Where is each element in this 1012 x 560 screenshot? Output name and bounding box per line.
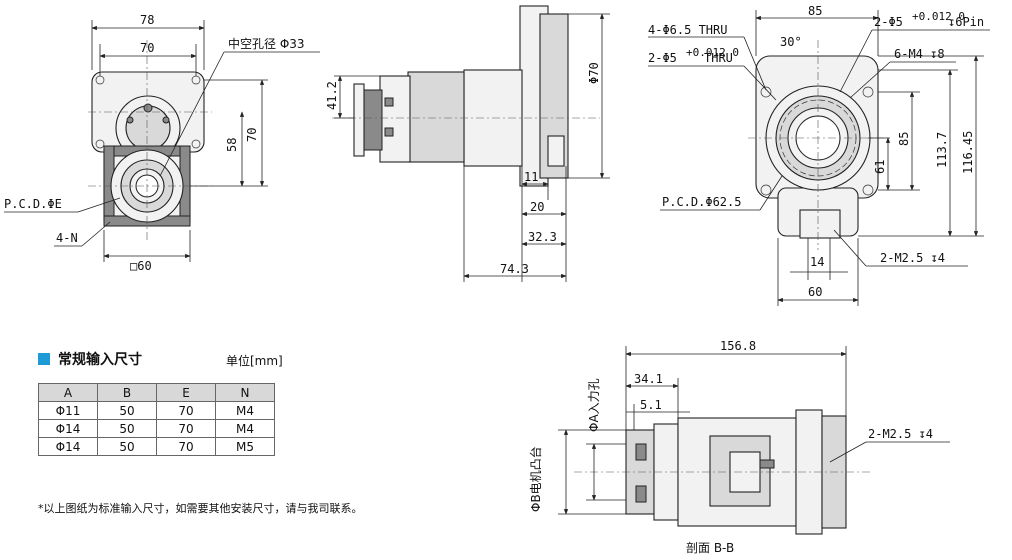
- cell: 70: [156, 401, 216, 420]
- dim-34: 34.1: [634, 372, 663, 386]
- header-e: E: [156, 383, 216, 402]
- dim-41: 41.2: [325, 81, 339, 110]
- dim-58: 58: [225, 138, 239, 152]
- dim-85-side: 85: [897, 132, 911, 146]
- hollow-hole-label: 中空孔径 Φ33: [228, 36, 305, 51]
- cell: 70: [156, 419, 216, 438]
- section-view: 156.8 34.1 5.1 ΦA入力孔 ΦB电机凸台 2-M2.5 ↧4 剖面…: [528, 339, 950, 555]
- pin-holes-label: 2-Φ5: [874, 15, 903, 29]
- header-b: B: [97, 383, 157, 402]
- square-60-label: □60: [130, 259, 152, 273]
- cell: Φ14: [38, 419, 98, 438]
- section-m25-label: 2-M2.5 ↧4: [868, 427, 933, 441]
- pin-depth: ↧6Pin: [948, 15, 984, 29]
- side-view: 41.2 Φ70 11 20 32.3 74.3: [325, 5, 610, 282]
- dim-61: 61: [873, 160, 887, 174]
- dim-85-top: 85: [808, 4, 822, 18]
- dim-113: 113.7: [935, 132, 949, 168]
- dim-60: 60: [808, 285, 822, 299]
- input-hole-label: ΦA入力孔: [587, 378, 601, 432]
- dim-116: 116.45: [961, 131, 975, 174]
- cell: 50: [97, 437, 157, 456]
- m4-label: 6-M4 ↧8: [894, 47, 945, 61]
- dim-phi70: Φ70: [587, 62, 601, 84]
- unit-label: 单位[mm]: [226, 354, 283, 368]
- spec-table: A B E N Φ11 50 70 M4 Φ14 50 70 M4 Φ14 50…: [38, 383, 275, 456]
- dim-11: 11: [524, 170, 538, 184]
- thru2-suffix: THRU: [704, 51, 733, 65]
- header-a: A: [38, 383, 98, 402]
- m25-label: 2-M2.5 ↧4: [880, 251, 945, 265]
- thru-holes-label: 4-Φ6.5 THRU: [648, 23, 727, 37]
- dim-32: 32.3: [528, 230, 557, 244]
- table-title-text: 常规输入尺寸: [58, 352, 142, 368]
- pcd-label: P.C.D.ΦE: [4, 197, 62, 211]
- thru2-label: 2-Φ5: [648, 51, 677, 65]
- dim-78: 78: [140, 13, 154, 27]
- table-row: Φ14 50 70 M5: [38, 437, 275, 456]
- cell: 50: [97, 401, 157, 420]
- front-view: 78 70 中空孔径 Φ33 58 70 P.C.D.ΦE 4-N □60: [4, 13, 320, 273]
- accent-square: [38, 353, 50, 365]
- footnote: *以上图纸为标准输入尺寸，如需要其他安装尺寸，请与我司联系。: [38, 502, 363, 515]
- angle-label: 30°: [780, 35, 802, 49]
- cell: Φ14: [38, 437, 98, 456]
- table-row: Φ11 50 70 M4: [38, 401, 275, 420]
- table-title: 常规输入尺寸: [38, 349, 142, 369]
- dim-70-vertical: 70: [245, 128, 259, 142]
- pin-tol: +0.012 0: [912, 10, 965, 23]
- cell: 50: [97, 419, 157, 438]
- dim-74: 74.3: [500, 262, 529, 276]
- table-row: Φ14 50 70 M4: [38, 419, 275, 438]
- flange-pcd-label: P.C.D.Φ62.5: [662, 195, 741, 209]
- cell: M5: [215, 437, 275, 456]
- dim-14: 14: [810, 255, 824, 269]
- cell: M4: [215, 401, 275, 420]
- dim-156: 156.8: [720, 339, 756, 353]
- header-n: N: [215, 383, 275, 402]
- dim-20: 20: [530, 200, 544, 214]
- cell: Φ11: [38, 401, 98, 420]
- cell: M4: [215, 419, 275, 438]
- flange-view: 85 4-Φ6.5 THRU 2-Φ5 +0.012 0 THRU 30° 2-…: [648, 4, 990, 306]
- motor-boss-label: ΦB电机凸台: [528, 446, 543, 512]
- table-header-row: A B E N: [38, 383, 275, 402]
- cell: 70: [156, 437, 216, 456]
- holes-label: 4-N: [56, 231, 78, 245]
- dim-70: 70: [140, 41, 154, 55]
- dim-5: 5.1: [640, 398, 662, 412]
- section-caption: 剖面 B-B: [686, 541, 734, 555]
- thru2-tol: +0.012 0: [686, 46, 739, 59]
